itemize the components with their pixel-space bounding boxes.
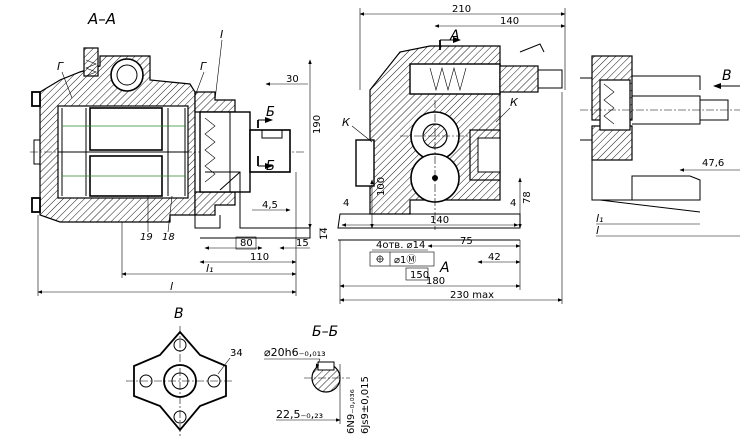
- svg-text:180: 180: [426, 276, 445, 287]
- svg-text:⌀20h6₋₀,₀₁₃: ⌀20h6₋₀,₀₁₃: [264, 346, 326, 359]
- svg-text:А: А: [449, 28, 460, 44]
- view-v: В 34: [126, 306, 243, 436]
- section-bb-view: Б–Б ⌀20h6₋₀,₀₁₃ 22,5₋₀,₂₃ 6N9₋₀,₀₃₆ 6Js9…: [264, 324, 371, 434]
- dim-150: 150: [410, 270, 429, 281]
- tolerance-frame: [369, 251, 435, 267]
- svg-text:l: l: [596, 224, 599, 237]
- svg-text:4: 4: [510, 198, 516, 209]
- svg-text:К: К: [510, 96, 519, 109]
- right-view: В 47,6 l₁ l: [580, 55, 740, 237]
- svg-text:I: I: [220, 28, 223, 41]
- svg-text:18: 18: [162, 232, 175, 243]
- gear-upper: [89, 107, 163, 151]
- svg-text:4: 4: [343, 198, 349, 209]
- svg-text:4,5: 4,5: [262, 200, 278, 211]
- svg-text:22,5₋₀,₂₃: 22,5₋₀,₂₃: [276, 408, 323, 421]
- svg-text:140: 140: [500, 16, 519, 27]
- section-bb-title: Б–Б: [312, 324, 338, 340]
- svg-text:6N9₋₀,₀₃₆: 6N9₋₀,₀₃₆: [346, 389, 357, 434]
- svg-text:75: 75: [460, 236, 473, 247]
- svg-text:4отв. ⌀14: 4отв. ⌀14: [376, 240, 425, 251]
- view-v-title: В: [174, 306, 184, 322]
- svg-text:15: 15: [296, 238, 309, 249]
- svg-text:140: 140: [430, 215, 449, 226]
- svg-text:l₁: l₁: [596, 212, 603, 225]
- dim-80: 80: [240, 238, 253, 249]
- svg-text:А: А: [439, 260, 450, 276]
- svg-text:⌀1Ⓜ: ⌀1Ⓜ: [394, 254, 416, 266]
- svg-text:l₁: l₁: [206, 262, 213, 275]
- svg-text:14: 14: [319, 227, 330, 240]
- base-plate: [337, 213, 521, 229]
- svg-text:19: 19: [140, 232, 153, 243]
- svg-text:110: 110: [250, 252, 269, 263]
- svg-text:Г: Г: [57, 60, 64, 73]
- svg-text:47,6: 47,6: [702, 158, 724, 169]
- section-aa-view: А–А: [30, 10, 330, 296]
- svg-text:К: К: [342, 116, 351, 129]
- svg-text:6Js9±0,015: 6Js9±0,015: [360, 376, 371, 434]
- svg-text:100: 100: [376, 177, 387, 196]
- side-view: К К А А 210 140 100 78 4 4 140 4отв. ⌀14…: [337, 4, 566, 304]
- svg-text:Г: Г: [200, 60, 207, 73]
- relief-valve: [409, 63, 501, 95]
- svg-text:Б: Б: [266, 105, 275, 120]
- section-aa-title: А–А: [87, 10, 116, 28]
- svg-text:42: 42: [488, 252, 501, 263]
- top-port-boss: [110, 58, 144, 92]
- svg-text:210: 210: [452, 4, 471, 15]
- svg-text:190: 190: [312, 115, 323, 134]
- svg-text:30: 30: [286, 74, 299, 85]
- svg-text:В: В: [722, 68, 732, 84]
- svg-text:78: 78: [522, 191, 533, 204]
- svg-text:34: 34: [230, 348, 243, 359]
- svg-text:230 max: 230 max: [450, 290, 494, 301]
- shaft-seal-housing: [199, 111, 251, 193]
- right-bracket: [591, 75, 701, 201]
- svg-text:l: l: [170, 280, 173, 293]
- mounting-foot: [194, 171, 311, 239]
